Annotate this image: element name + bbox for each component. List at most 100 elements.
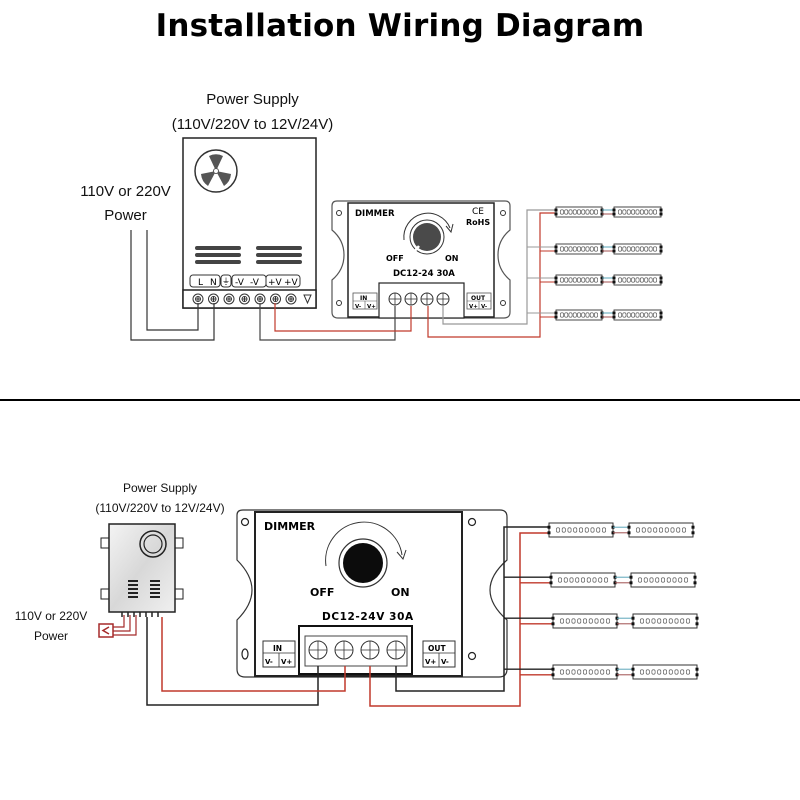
led-chip bbox=[602, 527, 606, 533]
led-chip bbox=[560, 618, 564, 624]
rotation-arc bbox=[403, 212, 451, 241]
svg-text:V-: V- bbox=[355, 304, 361, 310]
led-chip bbox=[572, 246, 577, 252]
led-chip bbox=[668, 618, 673, 624]
led-chip bbox=[594, 618, 599, 624]
led-chip bbox=[674, 669, 679, 675]
led-chip bbox=[644, 246, 649, 252]
bottom-power-supply-spec: (110V/220V to 12V/24V) bbox=[95, 501, 225, 515]
led-chip bbox=[680, 669, 685, 675]
led-chip bbox=[583, 618, 587, 624]
led-chip bbox=[670, 527, 675, 533]
led-chip bbox=[560, 277, 564, 283]
led-chip bbox=[644, 209, 649, 215]
led-chip bbox=[686, 669, 690, 675]
svg-text:V+: V+ bbox=[367, 304, 376, 310]
rotation-arrow-icon bbox=[396, 549, 407, 560]
led-chip bbox=[655, 577, 660, 583]
led-chip bbox=[678, 577, 683, 583]
dimmer-terminal-screw bbox=[388, 292, 402, 306]
fan-icon bbox=[194, 149, 238, 193]
knob-indicator bbox=[413, 245, 420, 253]
in-label-box: IN V- V+ bbox=[352, 292, 378, 310]
led-chip bbox=[680, 618, 685, 624]
led-chip bbox=[604, 577, 608, 583]
section-divider bbox=[0, 399, 800, 401]
led-chip bbox=[686, 618, 690, 624]
led-chip bbox=[556, 527, 560, 533]
led-chip bbox=[631, 209, 636, 215]
led-chip bbox=[639, 209, 644, 215]
mount-hole bbox=[500, 300, 506, 306]
led-chip bbox=[560, 669, 564, 675]
led-chip bbox=[676, 527, 681, 533]
led-chip bbox=[567, 527, 572, 533]
terminal-label-l: L bbox=[198, 278, 203, 288]
terminal-label-neg2: -V bbox=[250, 278, 260, 288]
led-chip bbox=[618, 277, 622, 283]
led-chip bbox=[577, 618, 582, 624]
led-chip bbox=[643, 577, 648, 583]
led-chip bbox=[640, 669, 644, 675]
led-chip bbox=[626, 209, 631, 215]
led-chip bbox=[618, 209, 622, 215]
led-chip bbox=[649, 577, 654, 583]
svg-text:V-: V- bbox=[441, 658, 449, 666]
led-chip bbox=[648, 277, 653, 283]
led-chip bbox=[641, 527, 646, 533]
terminal-block bbox=[182, 289, 317, 309]
led-chip bbox=[579, 527, 583, 533]
led-chip bbox=[581, 312, 586, 318]
terminal-label-pos2: +V bbox=[284, 278, 299, 288]
led-chip bbox=[635, 312, 640, 318]
terminal-screw bbox=[239, 293, 250, 305]
top-power-supply: L N ⏚ -V -V +V +V bbox=[182, 137, 317, 309]
terminal-label-ground: ⏚ bbox=[222, 277, 230, 286]
dimmer-brand-label: DIMMER bbox=[264, 520, 316, 533]
led-strip-segment bbox=[631, 613, 699, 629]
led-chip bbox=[589, 277, 594, 283]
led-chip bbox=[664, 527, 669, 533]
led-chip bbox=[635, 246, 640, 252]
diagram-title: Installation Wiring Diagram bbox=[155, 8, 645, 44]
led-chip bbox=[581, 277, 586, 283]
terminal-label-strip: L N ⏚ -V -V +V +V bbox=[189, 274, 301, 288]
led-chip bbox=[585, 277, 590, 283]
dimmer-rating: DC12-24V 30A bbox=[322, 611, 414, 623]
led-strip-segment bbox=[629, 572, 697, 588]
dimmer-terminal-screw bbox=[308, 640, 328, 660]
led-chip bbox=[573, 527, 578, 533]
terminal-screw bbox=[192, 293, 204, 305]
led-chip bbox=[594, 312, 598, 318]
led-chip bbox=[589, 312, 594, 318]
led-chip bbox=[682, 527, 686, 533]
led-chip bbox=[653, 312, 657, 318]
led-chip bbox=[631, 246, 636, 252]
led-chip bbox=[666, 577, 671, 583]
led-chip bbox=[651, 669, 656, 675]
led-chip bbox=[590, 527, 595, 533]
dimmer-terminal-screw bbox=[436, 292, 450, 306]
bottom-mains-label-line1: 110V or 220V bbox=[14, 609, 88, 623]
led-chip bbox=[622, 209, 627, 215]
dimmer-knob[interactable] bbox=[343, 543, 383, 583]
led-chip bbox=[636, 527, 640, 533]
dimmer-knob[interactable] bbox=[413, 223, 441, 251]
led-chip bbox=[653, 277, 657, 283]
led-chip bbox=[651, 618, 656, 624]
led-chip bbox=[572, 312, 577, 318]
led-chip bbox=[563, 577, 568, 583]
strip-connector bbox=[613, 526, 629, 534]
top-power-supply-label: Power Supply bbox=[206, 91, 299, 108]
svg-text:V+: V+ bbox=[469, 304, 478, 310]
led-strip-segment bbox=[612, 206, 663, 218]
led-chip bbox=[581, 209, 586, 215]
led-chip bbox=[640, 618, 644, 624]
led-chip bbox=[577, 277, 581, 283]
led-chip bbox=[561, 527, 566, 533]
led-chip bbox=[653, 209, 657, 215]
led-chip bbox=[631, 312, 636, 318]
led-chip bbox=[606, 669, 610, 675]
led-chip bbox=[647, 527, 652, 533]
top-dimmer: DIMMER CE RoHS OFF ON DC12-24 30A IN V- … bbox=[331, 200, 511, 319]
